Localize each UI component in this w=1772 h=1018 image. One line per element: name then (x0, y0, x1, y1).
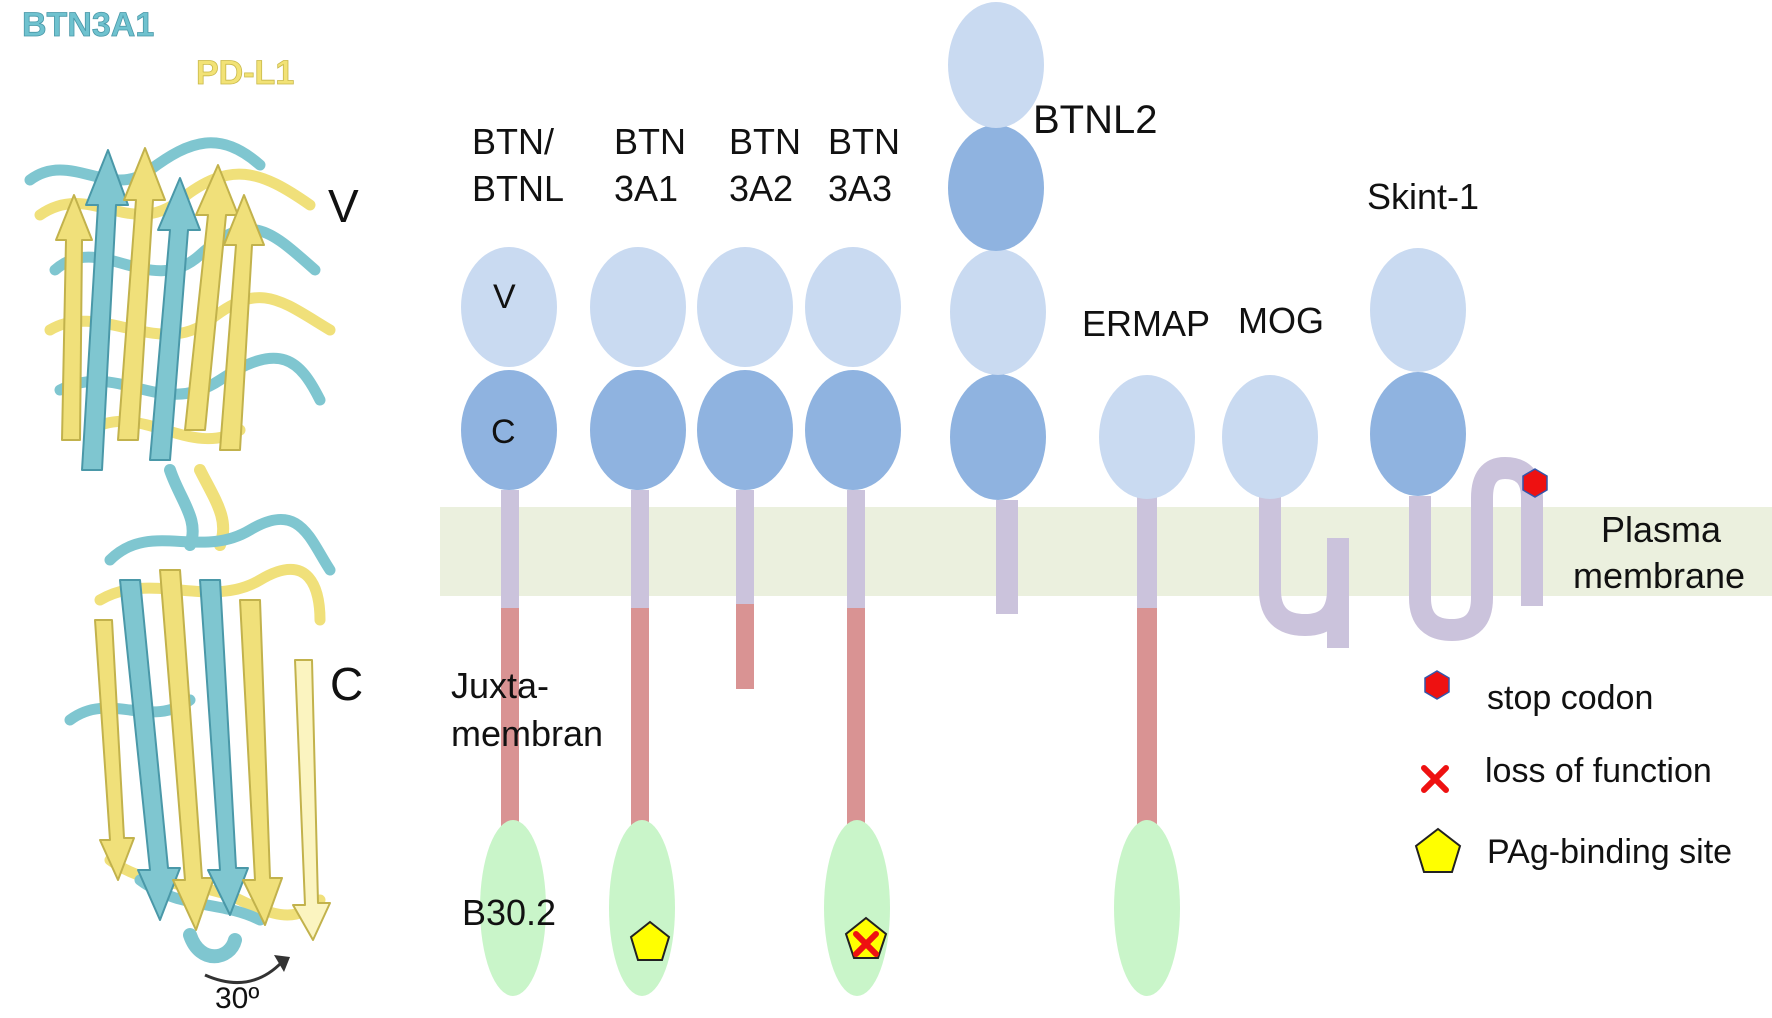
v-domain (948, 2, 1044, 128)
stop-codon-icon (1522, 468, 1548, 498)
b302-domain (609, 820, 675, 996)
protein-label-line2: 3A3 (828, 168, 892, 209)
c-domain (1370, 372, 1466, 496)
v-domain (590, 247, 686, 367)
protein-btnl2: BTNL2 (948, 2, 1158, 614)
transmembrane-segment (847, 490, 865, 610)
protein-btn3a3: BTN 3A3 (805, 121, 901, 996)
protein-btn3a1: BTN 3A1 (590, 121, 686, 996)
membrane-label-line2: membrane (1573, 555, 1745, 596)
transmembrane-segment (1137, 490, 1157, 610)
c-domain (948, 125, 1044, 251)
legend-stop-codon-label: stop codon (1487, 679, 1653, 717)
protein-label-line2: 3A2 (729, 168, 793, 209)
pag-binding-site-icon (629, 920, 671, 961)
juxtamembrane-segment (1137, 608, 1157, 826)
protein-label: Skint-1 (1367, 176, 1479, 217)
rotation-label: 30º (215, 982, 259, 1015)
pag-binding-site-icon (844, 916, 888, 959)
protein-skint1: Skint-1 (1367, 176, 1548, 642)
transmembrane-segment (1327, 538, 1349, 648)
juxtamembrane-segment (736, 604, 754, 689)
legend-loss-of-function-icon (1421, 765, 1449, 793)
b302-domain (480, 820, 546, 996)
transmembrane-segment (996, 500, 1018, 614)
ribbon-structure-image (24, 137, 336, 964)
structure-title-btn3a1: BTN3A1 (22, 6, 154, 44)
b302-label: B30.2 (462, 892, 556, 933)
protein-label: ERMAP (1082, 303, 1210, 344)
v-domain-label: V (493, 278, 516, 316)
transmembrane-segment (631, 490, 649, 610)
v-domain (461, 247, 557, 367)
protein-ermap: ERMAP (1082, 303, 1210, 996)
transmembrane-segment (501, 490, 519, 610)
juxtamembrane-segment (631, 608, 649, 826)
v-domain (697, 247, 793, 367)
legend-loss-of-function-label: loss of function (1485, 752, 1712, 790)
juxtamembrane-label-line1: Juxta- (451, 665, 549, 706)
juxtamembrane-segment (847, 608, 865, 826)
c-domain (590, 370, 686, 490)
protein-label-line1: BTN (614, 121, 686, 162)
protein-btn-btnl: V C BTN/ BTNL (461, 121, 564, 996)
structure-title-pdl1: PD-L1 (196, 54, 294, 92)
membrane-label-line1: Plasma (1601, 509, 1722, 550)
protein-label: MOG (1238, 300, 1324, 341)
v-domain (805, 247, 901, 367)
c-domain-label: C (491, 413, 516, 451)
v-domain (950, 249, 1046, 375)
juxtamembrane-label-line2: membran (451, 713, 603, 754)
legend-pag-binding-site-label: PAg-binding site (1487, 833, 1732, 871)
juxtamembrane-segment (501, 608, 519, 826)
transmembrane-loops (1409, 456, 1543, 642)
c-domain (805, 370, 901, 490)
c-domain (697, 370, 793, 490)
legend: stop codon loss of function PAg-binding … (1414, 670, 1732, 873)
protein-label-line1: BTN (828, 121, 900, 162)
structure-panel: BTN3A1 PD-L1 (22, 6, 364, 1015)
c-domain (950, 374, 1046, 500)
protein-mog: MOG (1222, 300, 1349, 648)
b302-domain (1114, 820, 1180, 996)
v-domain (1370, 248, 1466, 372)
loss-of-function-icon (853, 931, 879, 957)
rotation-arrowhead (274, 955, 290, 972)
protein-label: BTNL2 (1033, 98, 1158, 142)
structure-v-label: V (328, 180, 359, 232)
protein-label-line2: BTNL (472, 168, 564, 209)
transmembrane-segment (736, 490, 754, 606)
protein-label-line1: BTN/ (472, 121, 554, 162)
legend-stop-codon-icon (1424, 670, 1450, 700)
plasma-membrane-band (440, 507, 1772, 596)
protein-label-line2: 3A1 (614, 168, 678, 209)
protein-label-line1: BTN (729, 121, 801, 162)
structure-c-label: C (330, 658, 363, 710)
protein-btn3a2: BTN 3A2 (697, 121, 801, 689)
b302-domain (824, 820, 890, 996)
legend-pag-binding-site-icon (1414, 827, 1462, 873)
v-domain (1222, 375, 1318, 499)
c-domain (461, 370, 557, 490)
v-domain (1099, 375, 1195, 499)
rotation-arrow (204, 960, 284, 985)
